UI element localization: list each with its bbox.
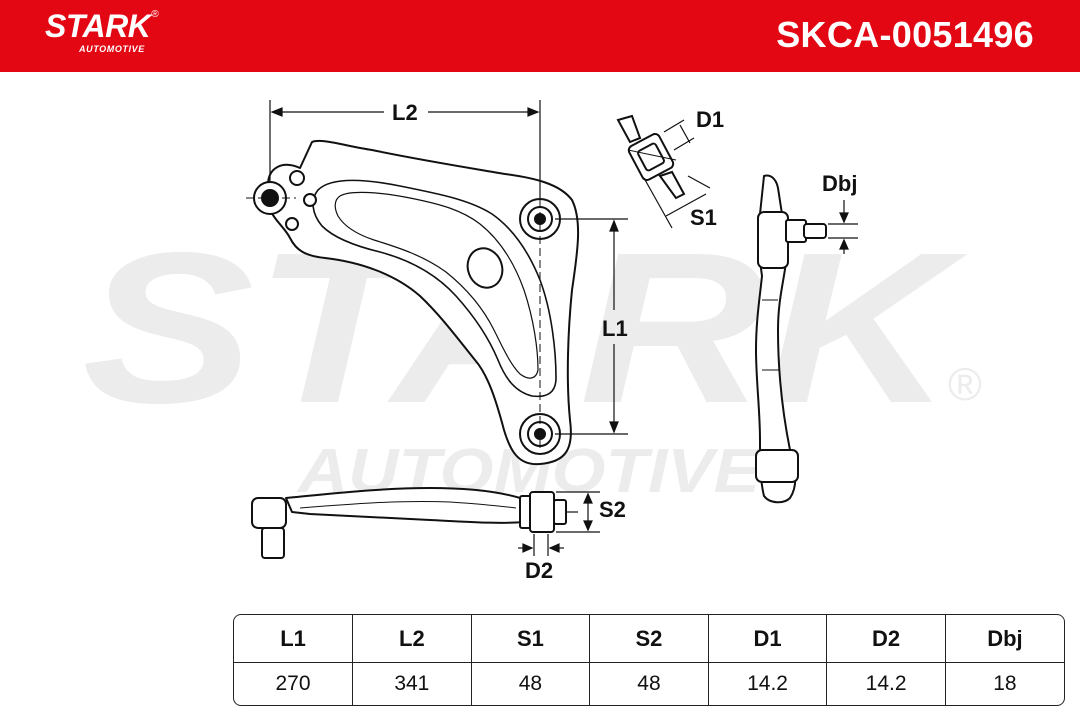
value-cell-d2: 14.2 [826,662,946,705]
header-cell-d1: D1 [707,615,827,663]
value-cell-dbj: 18 [944,662,1064,705]
bushing-detail-d1 [616,114,686,200]
control-arm-side-view [755,174,827,504]
dimension-dbj [828,200,858,254]
value-cell-l1: 270 [275,672,311,695]
dimension-d1-s1 [643,119,711,229]
label-dbj: Dbj [822,171,857,196]
value-cell-s1: 48 [470,662,590,705]
part-number: SKCA-0051496 [776,14,1034,55]
label-l2: L2 [392,100,418,125]
control-arm-front-view [246,140,580,466]
value-cell-s2: 48 [589,662,709,705]
control-arm-top-view [251,487,578,559]
dimension-l2 [269,100,541,200]
header-cell-s1: S1 [470,615,590,663]
logo-registered-mark: ® [151,9,159,20]
header-bar: STARK® AUTOMOTIVE SKCA-0051496 [0,0,1080,72]
dimension-l1 [555,218,628,435]
label-s2: S2 [599,497,626,522]
header-cell-dbj: Dbj [944,615,1064,663]
header-cell-s2: S2 [589,615,709,663]
technical-drawing: STARK AUTOMOTIVE ® L2 [82,100,982,583]
header-cell-d2: D2 [826,615,946,663]
value-cell-l2: 341 [352,662,472,705]
dimension-s2-d2 [518,491,600,556]
label-s1: S1 [690,205,717,230]
label-l1: L1 [602,316,628,341]
stark-logo: STARK® AUTOMOTIVE [45,8,159,54]
header-cell-l2: L2 [352,615,472,663]
header-cell-l1: L1 [234,615,353,663]
label-d2: D2 [525,558,553,583]
logo-subtitle: AUTOMOTIVE [79,44,145,54]
spec-table-value-row: 270 341 48 48 14.2 14.2 18 [234,662,1064,705]
logo-brand: STARK [45,8,151,44]
label-d1: D1 [696,107,724,132]
spec-table: L1 L2 S1 S2 D1 D2 Dbj 270 341 48 48 14.2… [233,614,1065,706]
watermark-registered-mark: ® [948,358,982,410]
spec-table-header-row: L1 L2 S1 S2 D1 D2 Dbj [234,615,1064,663]
value-cell-d1: 14.2 [707,662,827,705]
